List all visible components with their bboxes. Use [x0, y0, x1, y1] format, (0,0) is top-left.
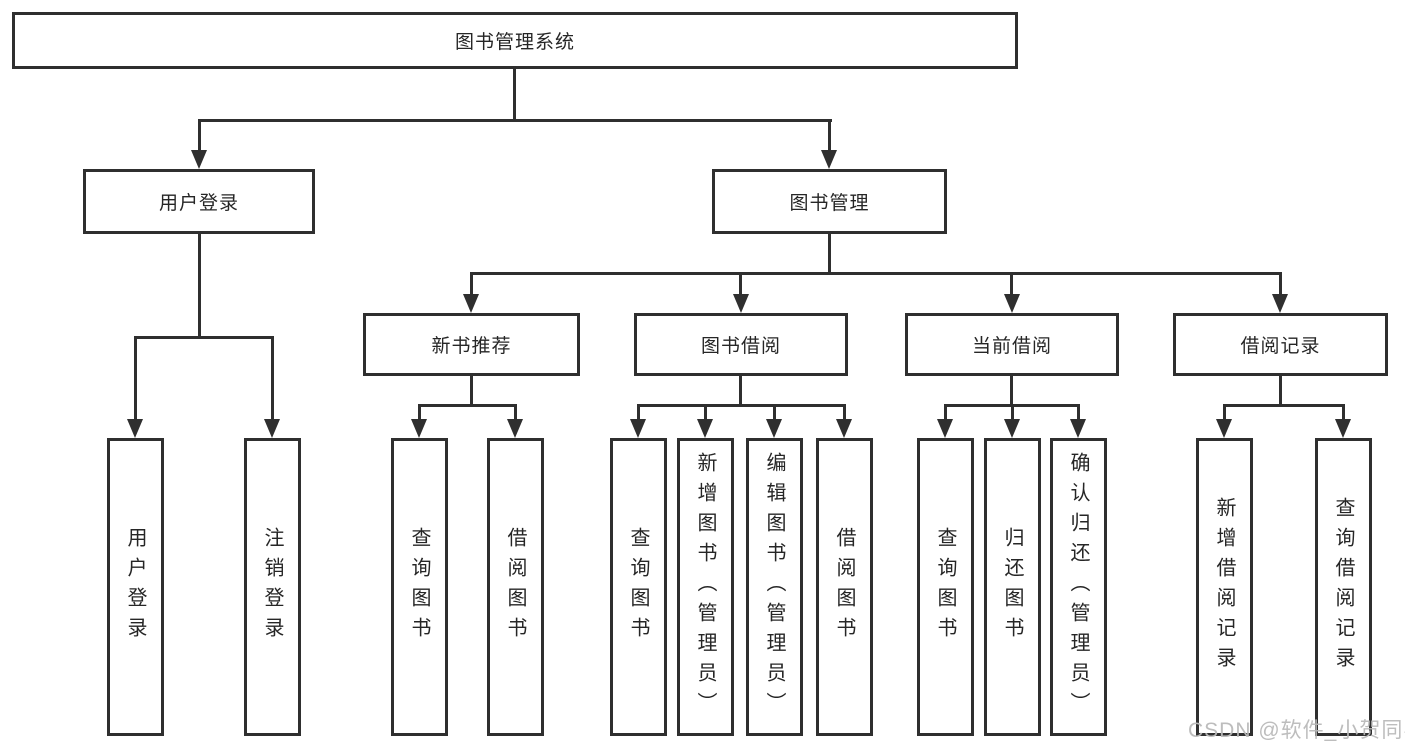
leaf-add-books-admin-label: 新增图书（管理员） [694, 452, 716, 722]
leaf-borrow-books-1: 借阅图书 [487, 438, 544, 736]
leaf-user-login: 用户登录 [107, 438, 164, 736]
node-book-borrow: 图书借阅 [634, 313, 848, 376]
edge-userlogin-drop-1 [134, 336, 137, 419]
edge-root-stem [513, 69, 516, 122]
arrowhead-confirm-return-admin [1070, 419, 1086, 438]
edge-userlogin-drop-2 [271, 336, 274, 419]
edge-currentborrow-drop-3 [1077, 404, 1080, 419]
edge-currentborrow-drop-2 [1011, 404, 1014, 419]
edge-bookmgmt-stem [828, 234, 831, 275]
leaf-borrow-books-2-label: 借阅图书 [833, 527, 855, 647]
leaf-query-books-1: 查询图书 [391, 438, 448, 736]
edge-bookborrow-drop-3 [773, 404, 776, 419]
arrowhead-current-borrow [1004, 294, 1020, 313]
leaf-add-borrow-record: 新增借阅记录 [1196, 438, 1253, 736]
leaf-borrow-books-2: 借阅图书 [816, 438, 873, 736]
arrowhead-add-borrow-record [1216, 419, 1232, 438]
leaf-query-books-3-label: 查询图书 [934, 527, 956, 647]
node-new-book-recommend: 新书推荐 [363, 313, 580, 376]
node-user-login-label: 用户登录 [158, 193, 239, 214]
edge-records-drop-1 [1223, 404, 1226, 419]
arrowhead-return-books [1004, 419, 1020, 438]
leaf-query-books-3: 查询图书 [917, 438, 974, 736]
edge-bookborrow-drop-1 [637, 404, 640, 419]
node-root-label: 图书管理系统 [454, 32, 575, 53]
leaf-user-login-label: 用户登录 [124, 527, 146, 647]
edge-bookmgmt-drop-2 [739, 272, 742, 294]
edge-newbooks-stem [470, 376, 473, 407]
node-current-borrow: 当前借阅 [905, 313, 1119, 376]
arrowhead-book-management [821, 150, 837, 169]
arrowhead-query-books-2 [630, 419, 646, 438]
edge-bookmgmt-drop-1 [470, 272, 473, 294]
arrowhead-leaf-user-login [127, 419, 143, 438]
arrowhead-user-login [191, 150, 207, 169]
leaf-confirm-return-admin-label: 确认归还（管理员） [1067, 452, 1089, 722]
edge-userlogin-bar [134, 336, 274, 339]
edge-userlogin-stem [198, 234, 201, 339]
edge-root-drop-right [828, 119, 831, 150]
leaf-return-books-label: 归还图书 [1001, 527, 1023, 647]
edge-newbooks-bar [418, 404, 517, 407]
node-borrow-records: 借阅记录 [1173, 313, 1388, 376]
node-book-management: 图书管理 [712, 169, 947, 234]
edge-bookborrow-bar [637, 404, 846, 407]
edge-newbooks-drop-1 [418, 404, 421, 419]
edge-bookmgmt-drop-4 [1279, 272, 1282, 294]
node-user-login: 用户登录 [83, 169, 315, 234]
leaf-add-borrow-record-label: 新增借阅记录 [1213, 497, 1235, 677]
arrowhead-borrow-books-2 [836, 419, 852, 438]
node-borrow-records-label: 借阅记录 [1240, 336, 1321, 357]
edge-root-drop-left [198, 119, 201, 150]
edge-bookborrow-drop-2 [704, 404, 707, 419]
arrowhead-add-books-admin [697, 419, 713, 438]
leaf-return-books: 归还图书 [984, 438, 1041, 736]
edge-currentborrow-drop-1 [944, 404, 947, 419]
edge-records-drop-2 [1342, 404, 1345, 419]
leaf-query-books-1-label: 查询图书 [408, 527, 430, 647]
leaf-edit-books-admin-label: 编辑图书（管理员） [763, 452, 785, 722]
arrowhead-new-book-recommend [463, 294, 479, 313]
edge-bookmgmt-drop-3 [1010, 272, 1013, 294]
edge-records-bar [1223, 404, 1345, 407]
leaf-query-borrow-record: 查询借阅记录 [1315, 438, 1372, 736]
edge-root-bar [198, 119, 832, 122]
leaf-borrow-books-1-label: 借阅图书 [504, 527, 526, 647]
leaf-query-borrow-record-label: 查询借阅记录 [1332, 497, 1354, 677]
leaf-edit-books-admin: 编辑图书（管理员） [746, 438, 803, 736]
arrowhead-borrow-books-1 [507, 419, 523, 438]
edge-bookmgmt-bar [470, 272, 1282, 275]
node-book-management-label: 图书管理 [789, 193, 870, 214]
node-current-borrow-label: 当前借阅 [971, 336, 1052, 357]
edge-currentborrow-stem [1010, 376, 1013, 407]
arrowhead-leaf-logout [264, 419, 280, 438]
arrowhead-borrow-records [1272, 294, 1288, 313]
leaf-query-books-2-label: 查询图书 [627, 527, 649, 647]
arrowhead-query-books-1 [411, 419, 427, 438]
edge-records-stem [1279, 376, 1282, 407]
edge-bookborrow-stem [739, 376, 742, 407]
leaf-logout-label: 注销登录 [261, 527, 283, 647]
leaf-logout: 注销登录 [244, 438, 301, 736]
leaf-add-books-admin: 新增图书（管理员） [677, 438, 734, 736]
csdn-watermark: CSDN @软件_小贺同学 [1188, 719, 1405, 742]
arrowhead-book-borrow [733, 294, 749, 313]
node-new-book-recommend-label: 新书推荐 [431, 336, 512, 357]
edge-newbooks-drop-2 [514, 404, 517, 419]
node-book-borrow-label: 图书借阅 [700, 336, 781, 357]
node-root: 图书管理系统 [12, 12, 1018, 69]
arrowhead-query-books-3 [937, 419, 953, 438]
leaf-query-books-2: 查询图书 [610, 438, 667, 736]
arrowhead-edit-books-admin [766, 419, 782, 438]
leaf-confirm-return-admin: 确认归还（管理员） [1050, 438, 1107, 736]
arrowhead-query-borrow-record [1335, 419, 1351, 438]
edge-bookborrow-drop-4 [843, 404, 846, 419]
